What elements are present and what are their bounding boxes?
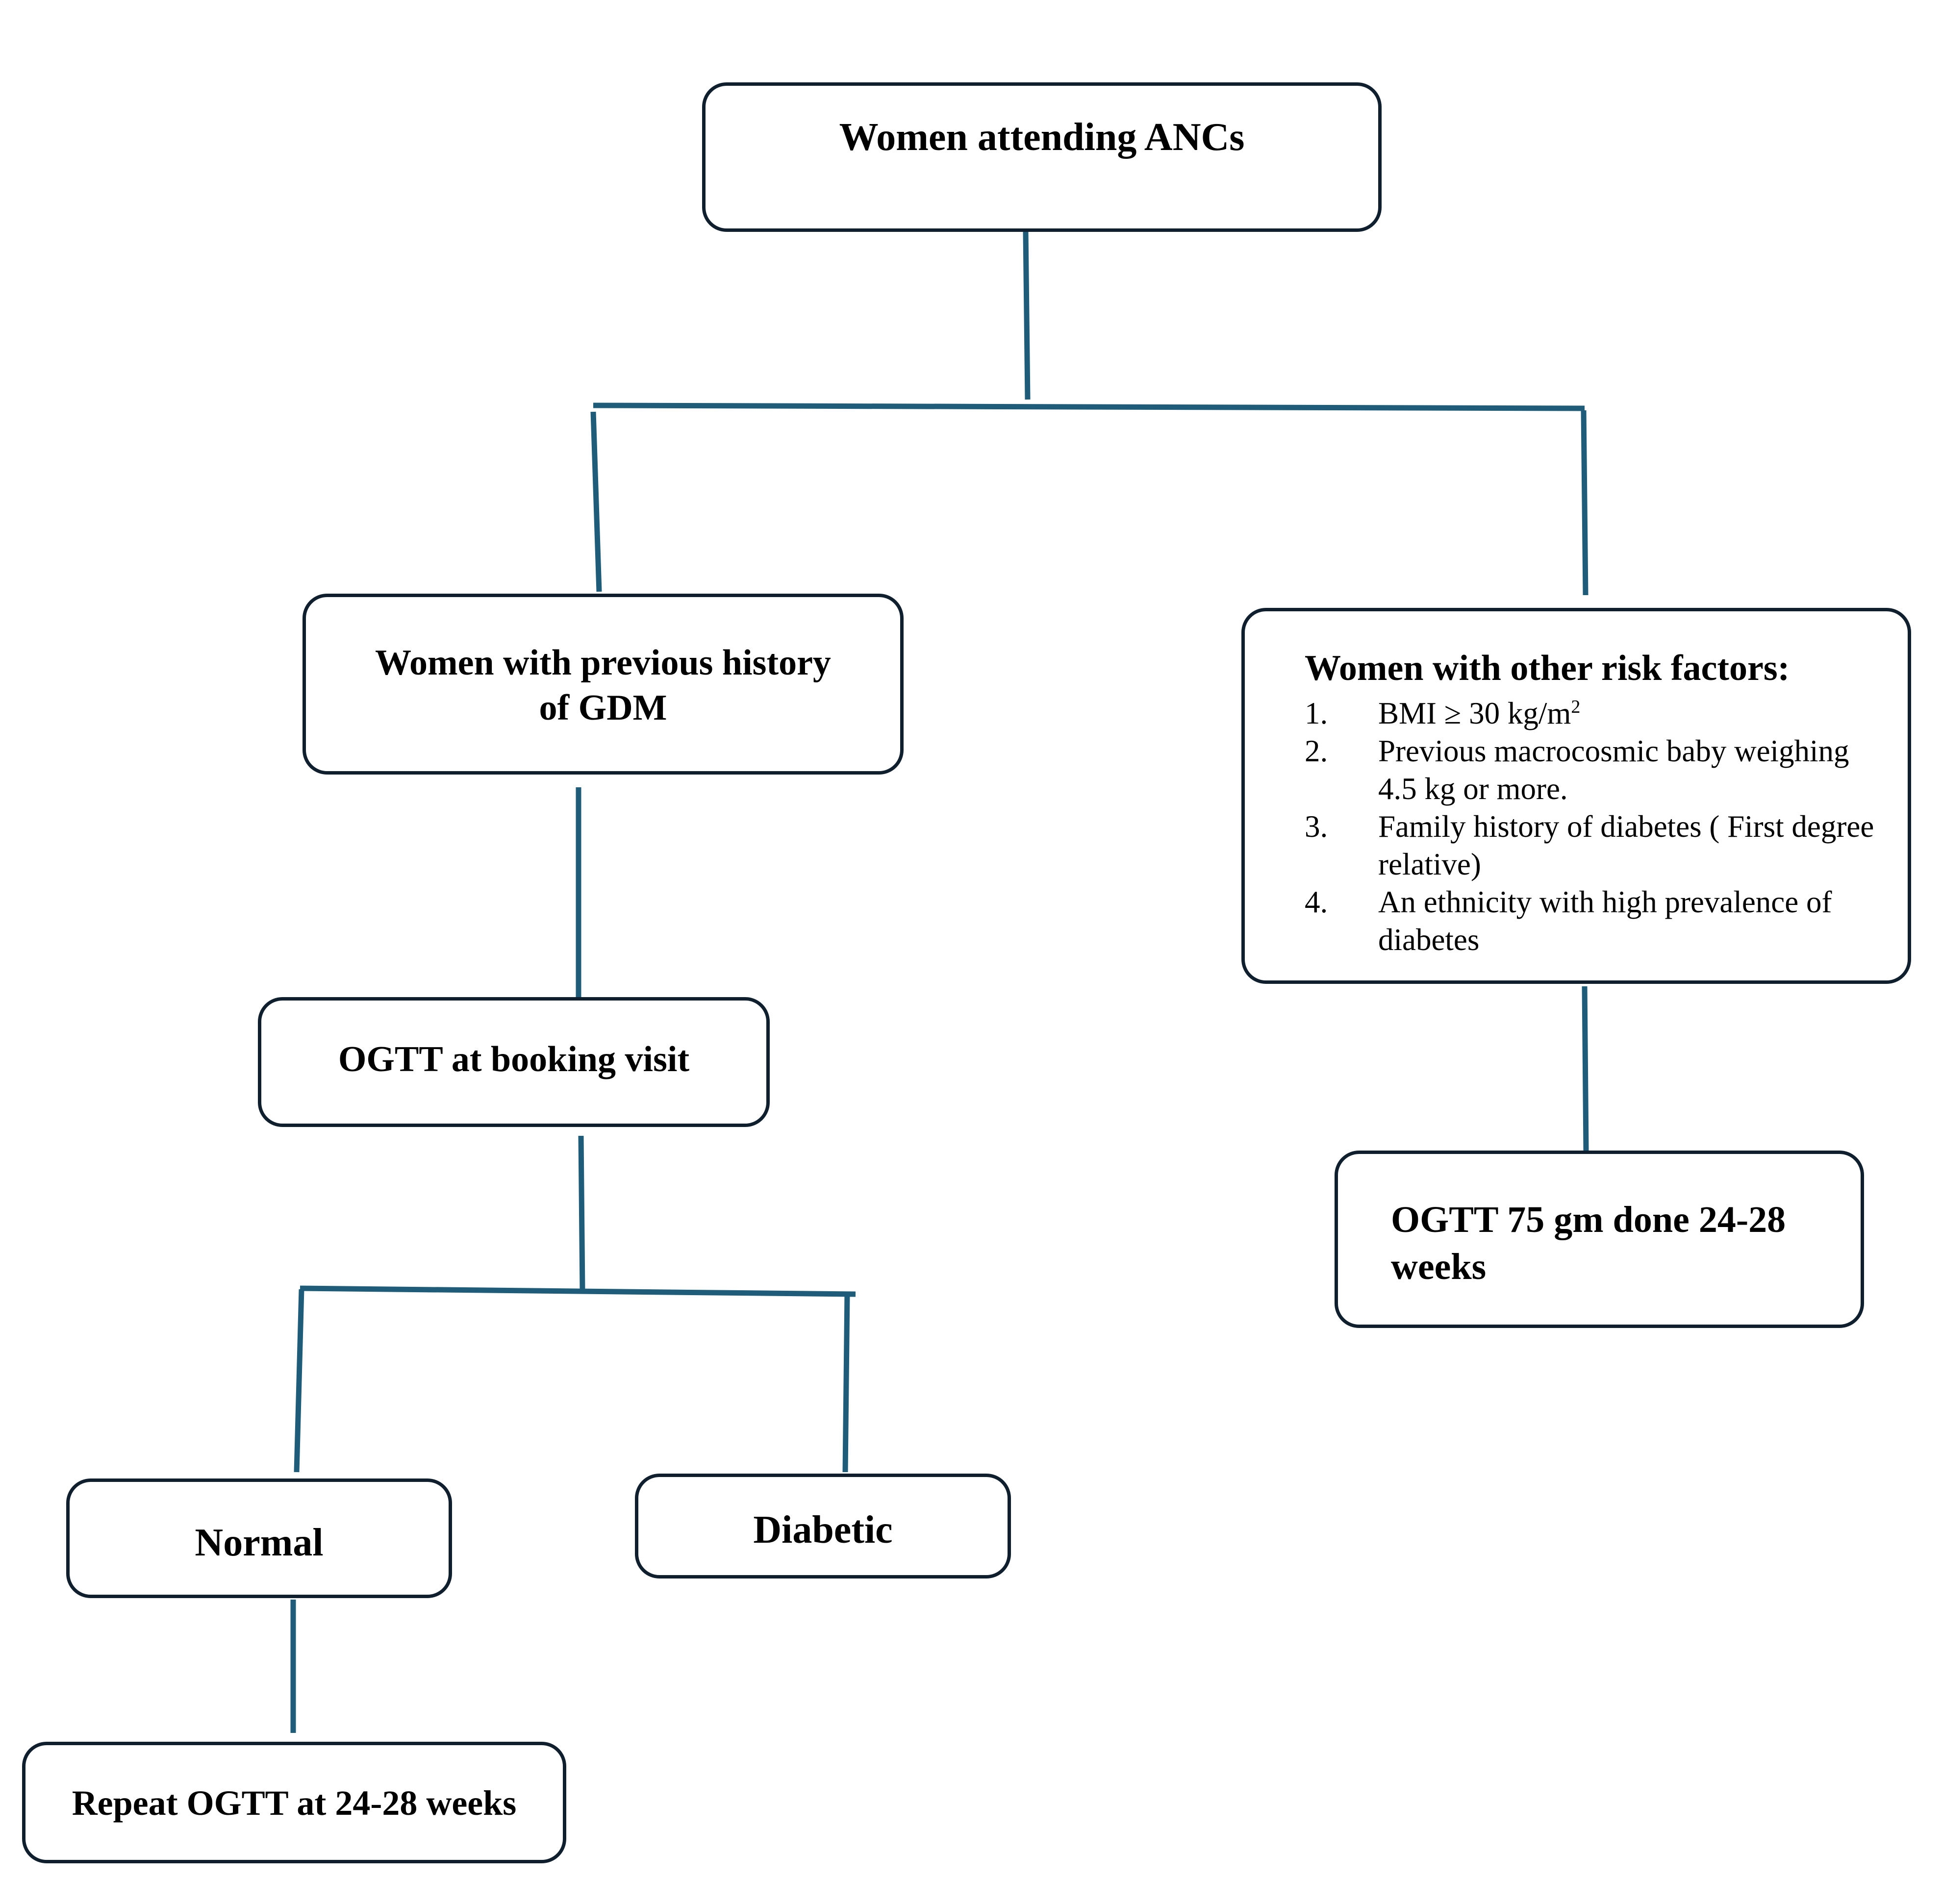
previous-gdm-label-line1: Women with previous history [375,643,831,683]
connector-left-drop [590,411,602,592]
connector-lower-branch [300,1285,856,1297]
other-risk-title: Women with other risk factors: [1305,648,1790,688]
risk-factor-item: 1. BMI ≥ 30 kg/m2 [1305,695,1893,732]
booking-ogtt-label: OGTT at booking visit [338,1039,690,1079]
other-risk-box: Women with other risk factors: 1. BMI ≥ … [1241,608,1911,984]
repeat-ogtt-label: Repeat OGTT at 24-28 weeks [72,1783,517,1823]
connector-booking-down [578,1135,585,1291]
risk-factor-number: 4. [1305,885,1328,919]
risk-factor-superscript: 2 [1571,697,1581,717]
risk-factor-text: Family history of diabetes ( First degre… [1378,809,1874,881]
risk-factor-number: 1. [1305,696,1328,730]
risk-factor-text: Previous macrocosmic baby weighing 4.5 k… [1378,734,1849,806]
normal-box: Normal [66,1478,452,1598]
booking-ogtt-box: OGTT at booking visit [258,997,770,1127]
risk-factor-number: 2. [1305,734,1328,768]
connector-top-branch [593,402,1585,411]
risk-factor-item: 3. Family history of diabetes ( First de… [1305,808,1893,883]
connector-root-down [1023,231,1031,400]
repeat-ogtt-box: Repeat OGTT at 24-28 weeks [22,1742,566,1863]
ogtt-75-box: OGTT 75 gm done 24-28 weeks [1335,1151,1864,1328]
ogtt-75-label-line2: weeks [1391,1246,1487,1287]
risk-factor-number: 3. [1305,809,1328,844]
risk-factor-item: 2. Previous macrocosmic baby weighing 4.… [1305,732,1893,808]
connector-right-drop [1581,410,1589,596]
risk-factor-text: An ethnicity with high prevalence of dia… [1378,885,1832,957]
ogtt-75-label-line1: OGTT 75 gm done 24-28 [1391,1199,1786,1240]
risk-factor-item: 4. An ethnicity with high prevalence of … [1305,883,1893,959]
root-label: Women attending ANCs [839,116,1245,159]
connector-normal-drop [294,1289,304,1473]
previous-gdm-label-line2: of GDM [539,688,667,728]
root-box: Women attending ANCs [702,82,1382,232]
risk-factor-text: BMI ≥ 30 kg/m [1378,696,1571,730]
diabetic-label: Diabetic [753,1508,893,1552]
diabetic-box: Diabetic [635,1474,1011,1578]
risk-factor-list: 1. BMI ≥ 30 kg/m2 2. Previous macrocosmi… [1305,695,1893,959]
previous-gdm-box: Women with previous history of GDM [303,594,904,775]
connector-risk-to-ogtt75 [1582,986,1589,1151]
connector-diabetic-drop [842,1292,850,1473]
normal-label: Normal [195,1521,324,1564]
